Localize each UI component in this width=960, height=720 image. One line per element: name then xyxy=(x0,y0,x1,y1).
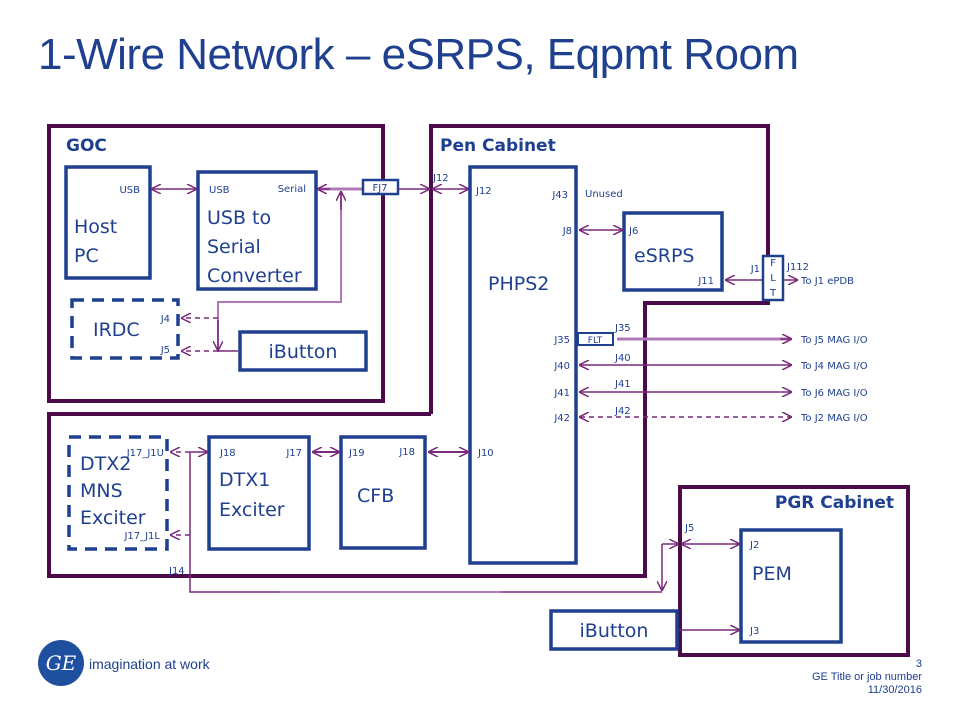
dtx2-j17-j1l-port: J17_J1L xyxy=(123,531,160,542)
esrps-j11-port: J11 xyxy=(697,276,714,287)
pen-j12-outer-port: J12 xyxy=(432,173,449,184)
pem-j3-port: J3 xyxy=(749,626,759,637)
phps2-j35-port: J35 xyxy=(553,335,570,346)
job-title: GE Title or job number xyxy=(811,671,922,683)
cab-j40-port: J40 xyxy=(614,353,631,364)
dest-j5mag: To J5 MAG I/O xyxy=(800,335,868,346)
irdc-label: IRDC xyxy=(93,319,140,341)
dtx1-label-1: DTX1 xyxy=(219,469,270,491)
pen-cabinet-label: Pen Cabinet xyxy=(440,136,556,156)
dtx1-j18-port: J18 xyxy=(219,448,236,459)
dtx1-box xyxy=(207,435,311,551)
phps2-j10-port: J10 xyxy=(477,448,494,459)
pgr-cabinet xyxy=(678,485,910,657)
cfb-label: CFB xyxy=(357,485,394,507)
phps2-j12-port: J12 xyxy=(475,186,492,197)
converter-serial-port: Serial xyxy=(278,184,306,195)
dest-j2mag: To J2 MAG I/O xyxy=(800,413,868,424)
phps2-box xyxy=(468,165,578,565)
converter-usb-port: USB xyxy=(209,185,230,196)
flt-vertical-box xyxy=(761,254,785,302)
ibutton-goc-label: iButton xyxy=(269,341,338,363)
pgr-j5-port: J5 xyxy=(684,523,694,534)
dtx1-j17-port: J17 xyxy=(285,448,302,459)
fj7-connector xyxy=(361,178,400,196)
phps2-j43-port: J43 xyxy=(551,190,568,201)
esrps-j6-port: J6 xyxy=(628,226,638,237)
phps2-label: PHPS2 xyxy=(488,273,549,295)
flt-v-l: L xyxy=(770,273,776,284)
cfb-box xyxy=(339,435,427,550)
usb-serial-converter-box xyxy=(196,170,318,291)
phps2-j40-port: J40 xyxy=(553,361,570,372)
pem-box xyxy=(739,528,843,644)
host-usb-port: USB xyxy=(119,185,140,196)
pen-cabinet xyxy=(47,124,770,578)
esrps-box xyxy=(622,211,724,292)
ge-logo-icon: GE xyxy=(38,640,84,686)
dtx2-label-1: DTX2 xyxy=(80,453,131,475)
fj7-label: FJ7 xyxy=(372,183,387,194)
ibutton-pgr-label: iButton xyxy=(580,620,649,642)
goc-label: GOC xyxy=(66,136,107,156)
page-number: 3 xyxy=(915,658,922,670)
slide-title: 1-Wire Network – eSRPS, Eqpmt Room xyxy=(38,30,799,79)
flt-j112-port: J112 xyxy=(786,262,809,273)
flt-small-label: FLT xyxy=(588,336,603,346)
tagline: imagination at work xyxy=(89,656,210,672)
converter-label-2: Serial xyxy=(207,236,261,258)
host-pc-box xyxy=(64,165,152,280)
flt-small-box xyxy=(577,332,614,346)
ibutton-goc-box xyxy=(238,330,368,372)
phps2-j42-port: J42 xyxy=(553,413,570,424)
dest-j4mag: To J4 MAG I/O xyxy=(800,361,868,372)
cab-j41-port: J41 xyxy=(614,379,631,390)
phps2-j8-port: J8 xyxy=(562,226,572,237)
dtx2-label-3: Exciter xyxy=(80,507,146,529)
cab-j35-port: J35 xyxy=(614,323,631,334)
irdc-j5-port: J5 xyxy=(160,345,170,356)
pgr-cabinet-label: PGR Cabinet xyxy=(775,493,894,513)
dtx2-j17-j1u-port: J17_J1U xyxy=(126,448,164,459)
cfb-j18-port: J18 xyxy=(398,447,415,458)
host-pc-label-2: PC xyxy=(74,245,99,267)
esrps-label: eSRPS xyxy=(634,245,694,267)
footer: 3 GE Title or job number 11/30/2016 xyxy=(812,658,922,697)
goc-cabinet xyxy=(47,124,385,403)
cab-j42-port: J42 xyxy=(614,406,631,417)
date: 11/30/2016 xyxy=(867,684,922,696)
j14-port: J14 xyxy=(168,566,185,577)
irdc-box xyxy=(70,298,180,360)
converter-label-3: Converter xyxy=(207,265,302,287)
irdc-j4-port: J4 xyxy=(160,314,170,325)
dest-epdb: To J1 ePDB xyxy=(800,276,854,287)
unused-label: Unused xyxy=(585,189,623,200)
host-pc-label-1: Host xyxy=(74,216,117,238)
flt-v-t: T xyxy=(769,288,777,299)
flt-j1-port: J1 xyxy=(750,264,760,275)
j14-bus xyxy=(189,452,662,593)
pem-label: PEM xyxy=(752,563,792,585)
dtx2-label-2: MNS xyxy=(80,480,123,502)
dtx1-label-2: Exciter xyxy=(219,499,285,521)
dtx2-box xyxy=(67,435,169,551)
converter-label-1: USB to xyxy=(207,207,271,229)
ibutton-pgr-box xyxy=(549,609,679,651)
flt-v-f: F xyxy=(770,258,776,269)
phps2-j41-port: J41 xyxy=(553,388,570,399)
dest-j6mag: To J6 MAG I/O xyxy=(800,388,868,399)
pem-j2-port: J2 xyxy=(749,540,759,551)
cfb-j19-port: J19 xyxy=(348,448,365,459)
